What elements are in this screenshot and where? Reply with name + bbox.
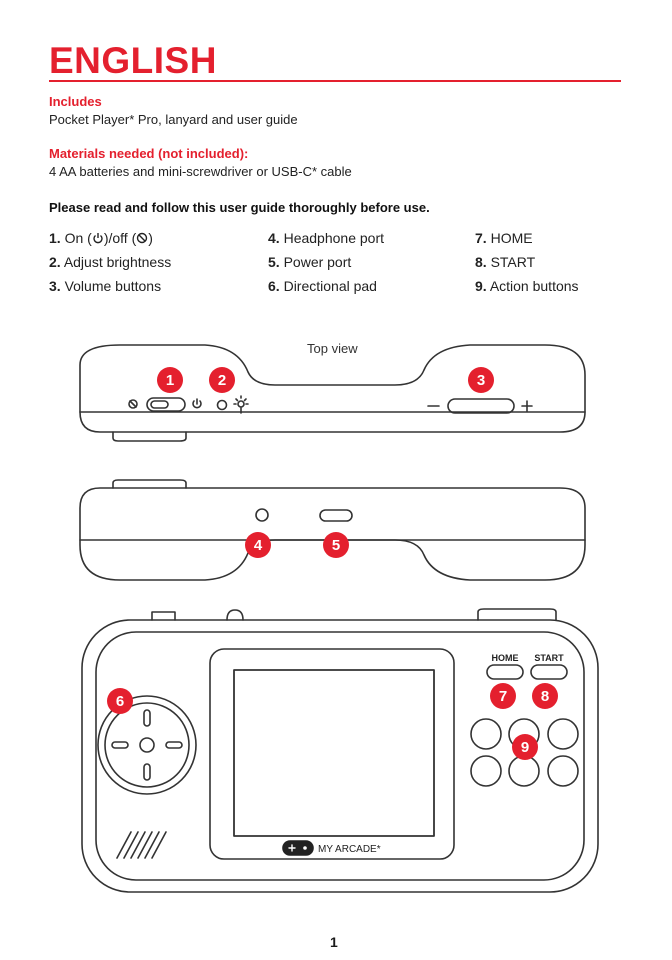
callout-7-number: 7 (499, 688, 507, 705)
item-label: On ( (64, 230, 92, 246)
callout-2: 2 (209, 367, 235, 393)
callout-3-number: 3 (477, 372, 485, 389)
power-switch (146, 397, 186, 412)
item-label-3: ) (148, 230, 153, 246)
item-number: 2. (49, 254, 61, 270)
plus-icon (521, 400, 533, 412)
item-label: Volume buttons (64, 278, 162, 294)
item-number: 7. (475, 230, 487, 246)
start-button (530, 664, 568, 680)
item-number: 8. (475, 254, 487, 270)
item-number: 3. (49, 278, 61, 294)
dpad (97, 695, 197, 795)
title-rule (49, 80, 621, 82)
power-on-icon (92, 230, 104, 246)
item-number: 9. (475, 278, 487, 294)
item-label-2: )/off ( (103, 230, 137, 246)
item-number: 4. (268, 230, 280, 246)
item-number: 5. (268, 254, 280, 270)
parts-list-item-6: 6. Directional pad (268, 278, 377, 294)
parts-list-item-2: 2. Adjust brightness (49, 254, 171, 270)
item-label: HOME (490, 230, 533, 246)
parts-list-item-5: 5. Power port (268, 254, 351, 270)
screen-frame (209, 648, 455, 860)
page-title: ENGLISH (49, 40, 217, 81)
parts-list-item-4: 4. Headphone port (268, 230, 384, 246)
callout-9: 9 (512, 734, 538, 760)
callout-4: 4 (245, 532, 271, 558)
item-number: 6. (268, 278, 280, 294)
parts-list-item-9: 9. Action buttons (475, 278, 579, 294)
parts-list-item-1: 1. On ( )/off () (49, 230, 153, 246)
callout-4-number: 4 (254, 537, 263, 554)
power-on-icon (192, 400, 202, 409)
action-buttons (470, 718, 579, 787)
callout-9-number: 9 (521, 739, 529, 756)
item-label: START (490, 254, 536, 270)
item-label: Adjust brightness (63, 254, 172, 270)
home-button (486, 664, 524, 680)
callout-6-number: 6 (116, 693, 124, 710)
callout-1: 1 (157, 367, 183, 393)
power-off-icon (128, 399, 138, 409)
device-front-view (81, 608, 599, 893)
brightness-icon (233, 395, 249, 414)
page-number: 1 (330, 934, 338, 950)
callout-6: 6 (107, 688, 133, 714)
callout-5: 5 (323, 532, 349, 558)
item-label: Action buttons (489, 278, 579, 294)
callout-8-number: 8 (541, 688, 549, 705)
materials-text: 4 AA batteries and mini-screwdriver or U… (49, 164, 352, 179)
start-label: START (534, 653, 564, 663)
includes-heading: Includes (49, 94, 102, 109)
speaker-grille (116, 831, 167, 859)
device-top-view (79, 344, 586, 442)
callout-3: 3 (468, 367, 494, 393)
callout-8: 8 (532, 683, 558, 709)
parts-list-item-8: 8. START (475, 254, 535, 270)
volume-rocker (447, 398, 515, 414)
headphone-port (255, 508, 269, 522)
item-label: Power port (283, 254, 352, 270)
item-label: Headphone port (283, 230, 384, 246)
instruction-text: Please read and follow this user guide t… (49, 200, 430, 215)
callout-2-number: 2 (218, 372, 226, 389)
screen (233, 669, 435, 837)
gamepad-icon (282, 840, 314, 856)
parts-list-item-7: 7. HOME (475, 230, 533, 246)
parts-list-item-3: 3. Volume buttons (49, 278, 161, 294)
materials-heading: Materials needed (not included): (49, 146, 249, 161)
callout-7: 7 (490, 683, 516, 709)
top-view-label: Top view (307, 341, 358, 356)
callout-5-number: 5 (332, 537, 340, 554)
device-bottom-view (79, 479, 586, 581)
power-off-icon (136, 230, 148, 246)
includes-text: Pocket Player* Pro, lanyard and user gui… (49, 112, 298, 127)
item-number: 1. (49, 230, 61, 246)
callout-1-number: 1 (166, 372, 174, 389)
home-label: HOME (492, 653, 519, 663)
item-label: Directional pad (283, 278, 377, 294)
brand-logo-text: MY ARCADE* (318, 844, 381, 855)
power-port (319, 509, 353, 522)
